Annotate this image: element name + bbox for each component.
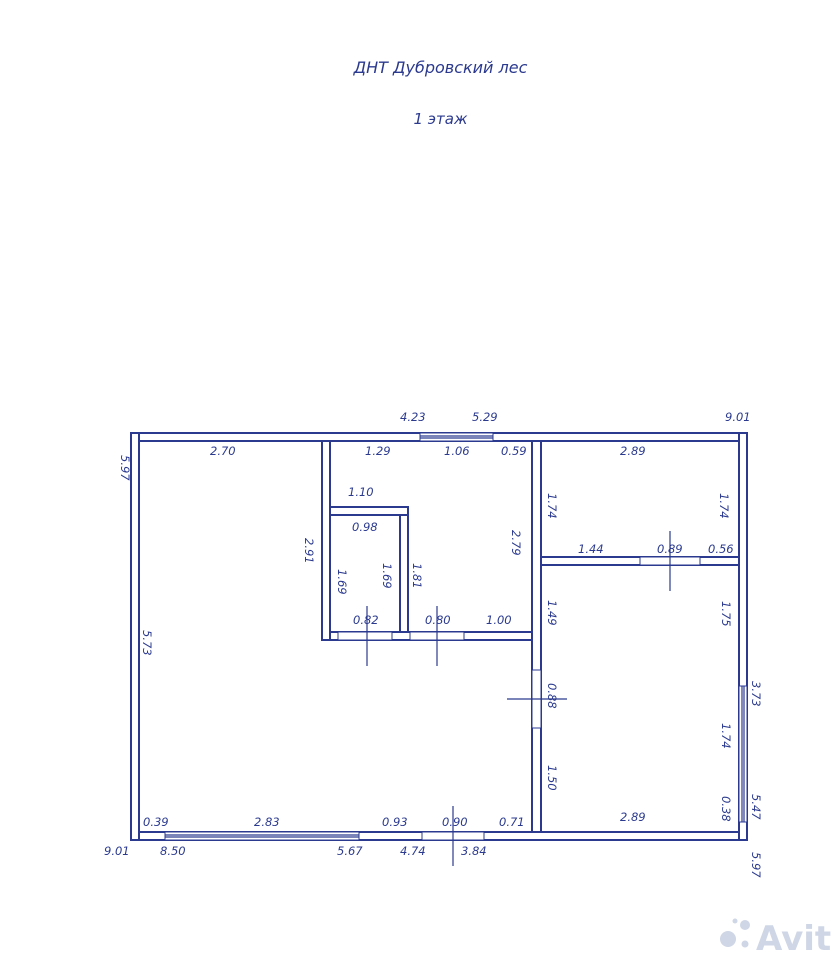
dim-label: 1.50	[545, 765, 559, 791]
dim-label: 0.88	[545, 683, 559, 709]
dim-label: 2.70	[210, 444, 236, 458]
dim-label: 9.01	[725, 410, 751, 424]
dim-label: 1.74	[717, 493, 731, 519]
dim-label: 4.23	[400, 410, 426, 424]
dim-label: 1.49	[545, 600, 559, 626]
dim-label: 0.56	[708, 542, 734, 556]
dim-label: 1.00	[486, 613, 512, 627]
dim-label: 0.80	[425, 613, 451, 627]
wall-outer-right	[738, 432, 748, 841]
dim-label: 8.50	[160, 844, 186, 858]
dim-label: 0.38	[719, 796, 733, 822]
dim-label: 0.98	[352, 520, 378, 534]
openings	[164, 432, 748, 866]
dim-label: 1.10	[348, 485, 374, 499]
dim-label: 0.89	[657, 542, 683, 556]
dim-label: 5.97	[749, 852, 763, 878]
dim-label: 1.44	[578, 542, 604, 556]
dim-label: 0.71	[499, 815, 525, 829]
dim-label: 1.74	[719, 723, 733, 749]
floor-label: 1 этаж	[413, 110, 468, 128]
window-bottom	[164, 831, 360, 841]
dim-label: 3.84	[461, 844, 487, 858]
dim-label: 2.79	[509, 530, 523, 556]
dim-label: 2.83	[254, 815, 280, 829]
dim-label: 1.69	[380, 563, 394, 589]
dim-label: 2.89	[620, 444, 646, 458]
dim-label: 1.74	[545, 493, 559, 519]
dim-label: 1.81	[410, 563, 424, 589]
dim-label: 0.93	[382, 815, 408, 829]
wall-center	[531, 440, 542, 833]
dim-label: 2.91	[302, 538, 316, 564]
plan-title: ДНТ Дубровский лес	[353, 58, 528, 77]
dim-label: 5.67	[337, 844, 363, 858]
window-right	[738, 685, 748, 823]
dim-label: 5.29	[472, 410, 498, 424]
window-top	[419, 432, 494, 442]
dim-label: 0.82	[353, 613, 379, 627]
dim-label: 5.47	[749, 794, 763, 820]
wall-bath-top	[329, 506, 409, 516]
door-bath	[337, 631, 393, 641]
wall-bath-right	[399, 514, 409, 633]
dim-label: 1.75	[719, 601, 733, 627]
dim-label: 1.29	[365, 444, 391, 458]
dim-label: 1.69	[335, 569, 349, 595]
dim-label: 4.74	[400, 844, 426, 858]
dim-label: 2.89	[620, 810, 646, 824]
avito-watermark: Avito	[720, 918, 831, 959]
watermark-text: Avito	[756, 919, 831, 959]
wall-outer-left	[130, 432, 140, 841]
dim-label: 5.73	[140, 630, 154, 656]
dim-label: 0.39	[143, 815, 169, 829]
dimension-labels: 4.23 5.29 9.01 5.97 2.70 1.29 1.06 0.59 …	[104, 410, 763, 878]
avito-logo-icon	[720, 918, 750, 948]
dim-label: 1.06	[444, 444, 470, 458]
dim-label: 3.73	[749, 681, 763, 707]
wall-hall-left	[321, 440, 331, 641]
dim-label: 5.97	[118, 455, 132, 481]
dim-label: 0.90	[442, 815, 468, 829]
dim-label: 9.01	[104, 844, 130, 858]
dim-label: 0.59	[501, 444, 527, 458]
